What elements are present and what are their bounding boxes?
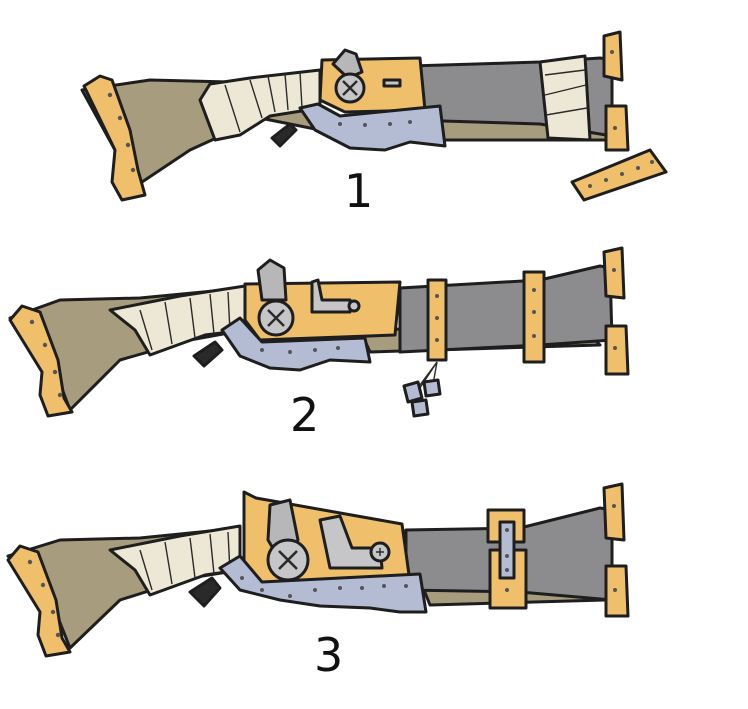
rifle-variant-2	[8, 246, 630, 418]
variant-label-2: 2	[290, 388, 320, 442]
rifle-variant-3	[6, 482, 630, 658]
rifle-variant-1	[80, 30, 668, 202]
variant-label-3: 3	[314, 628, 344, 682]
variant-label-1: 1	[344, 164, 374, 218]
